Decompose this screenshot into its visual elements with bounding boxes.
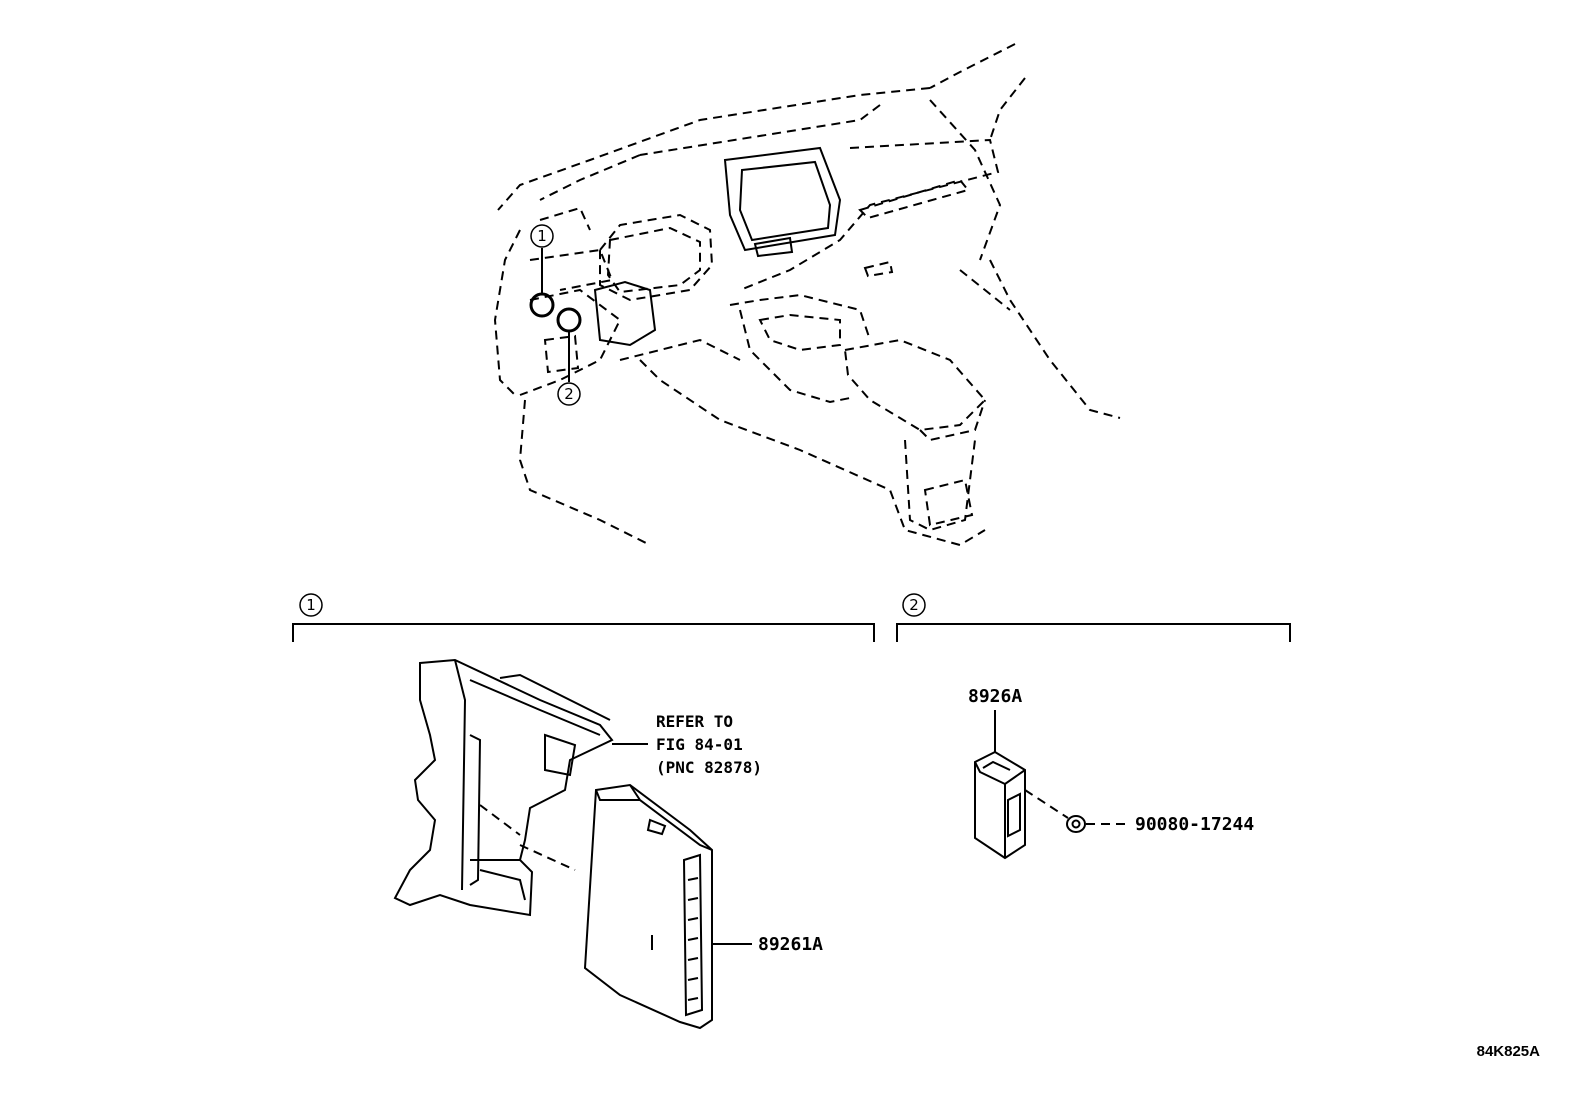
section-2-number: 2 xyxy=(909,596,919,614)
dashboard-illustration xyxy=(493,43,1121,547)
part-label-89261A: 89261A xyxy=(758,934,823,955)
section-2-circle xyxy=(902,593,926,617)
callout-markers xyxy=(529,224,582,406)
clip-dashed-line xyxy=(1024,789,1069,819)
location-marker-1 xyxy=(529,292,555,318)
instrument-panel-bracket xyxy=(393,658,614,917)
callout-number-1: 1 xyxy=(537,227,547,245)
figure-code: 84K825A xyxy=(1477,1043,1541,1060)
section-1-number: 1 xyxy=(306,596,316,614)
part-label-8926A: 8926A xyxy=(968,686,1022,707)
part-label-90080-17244: 90080-17244 xyxy=(1135,814,1254,835)
ecu-module-89261A xyxy=(583,783,713,1030)
location-marker-2 xyxy=(556,307,582,333)
callout-number-2: 2 xyxy=(564,385,574,403)
refer-line-1: REFER TO xyxy=(656,712,733,731)
section-1-bracket xyxy=(292,593,875,642)
section-2-bracket xyxy=(896,593,1291,642)
module-8926A xyxy=(974,750,1026,860)
refer-line-3: (PNC 82878) xyxy=(656,758,762,777)
callout-circle-1 xyxy=(530,224,554,248)
clip-90080-17244 xyxy=(1066,815,1086,833)
callout-circle-2 xyxy=(557,382,581,406)
section-1-circle xyxy=(299,593,323,617)
refer-line-2: FIG 84-01 xyxy=(656,735,743,754)
